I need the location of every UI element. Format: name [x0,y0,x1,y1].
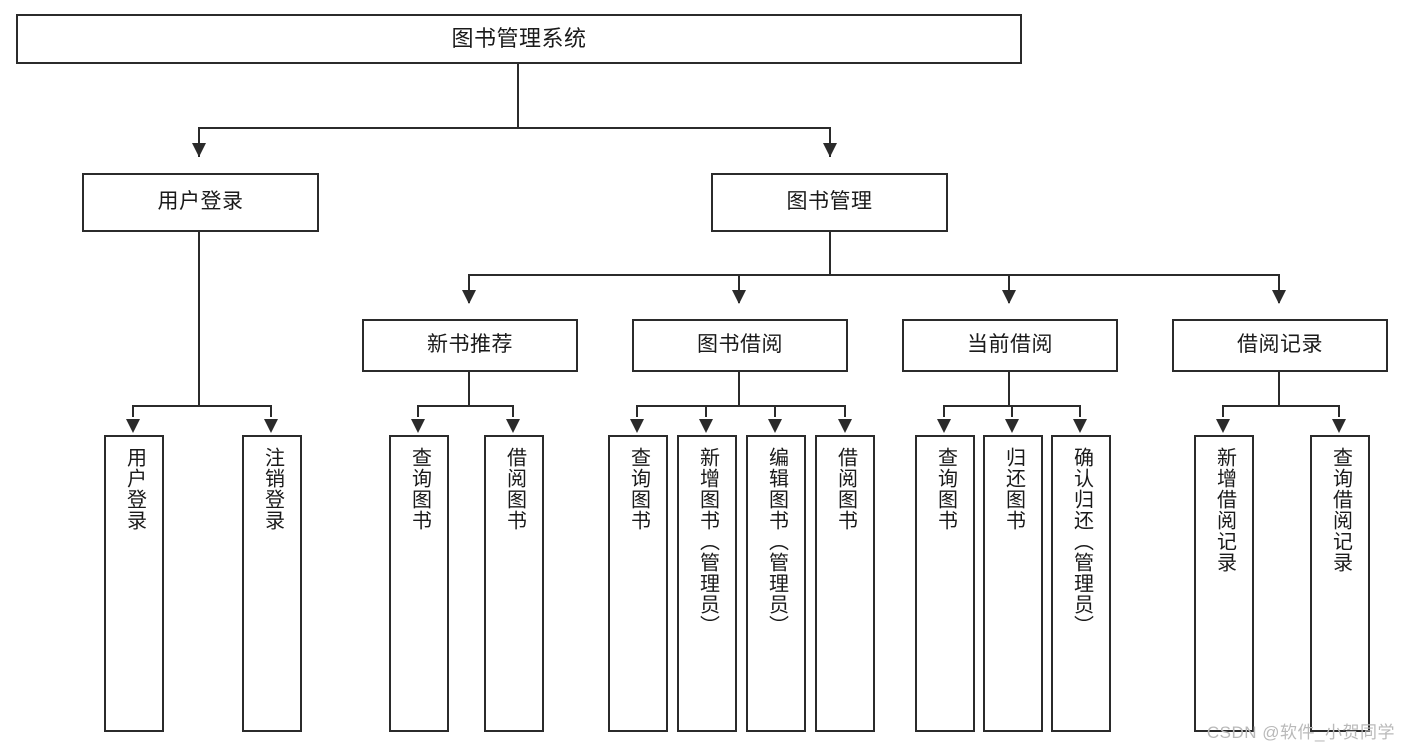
arrow-head-icon [1073,419,1087,433]
node-label: 注销登录 [261,447,284,531]
arrow-head-icon [699,419,713,433]
node-label: 查询借阅记录 [1329,447,1352,573]
node-label: 用户登录 [157,190,244,214]
arrow-head-icon [192,143,206,157]
connector-user-stem [198,232,200,405]
connector-root-drop [829,127,831,157]
connector-manage-drop [1008,274,1010,303]
connector-level3-stem [738,372,740,405]
node-leaf-leaf-borrow-query-book[interactable]: 查询图书 [608,435,668,732]
connector-manage-bus [469,274,1280,276]
node-leaf-leaf-rec-query-book[interactable]: 查询图书 [389,435,449,732]
node-label: 查询图书 [408,447,431,531]
arrow-head-icon [1216,419,1230,433]
node-leaf-leaf-rec-add[interactable]: 新增借阅记录 [1194,435,1254,732]
connector-leaf-drop [1011,405,1013,417]
connector-leaf-drop [774,405,776,417]
connector-level3-stem [1008,372,1010,405]
node-leaf-leaf-cur-query-book[interactable]: 查询图书 [915,435,975,732]
connector-leaf-drop [417,405,419,417]
node-book-borrow[interactable]: 图书借阅 [632,319,848,372]
connector-level3-stem [1278,372,1280,405]
connector-user-bus [133,405,271,407]
connector-level3-bus [637,405,845,407]
arrow-head-icon [732,290,746,304]
connector-root-stem [517,64,519,127]
connector-leaf-drop [512,405,514,417]
node-user-login[interactable]: 用户登录 [82,173,319,232]
node-label: 编辑图书（管理员） [765,447,788,636]
connector-leaf-drop [705,405,707,417]
node-label: 当前借阅 [967,333,1053,357]
connector-root-bus [199,127,831,129]
node-leaf-leaf-cur-confirm-return[interactable]: 确认归还（管理员） [1051,435,1111,732]
node-leaf-leaf-cur-return-book[interactable]: 归还图书 [983,435,1043,732]
node-leaf-leaf-rec-query[interactable]: 查询借阅记录 [1310,435,1370,732]
node-current-borrow[interactable]: 当前借阅 [902,319,1118,372]
node-label: 查询图书 [934,447,957,531]
node-leaf-leaf-borrow-add-book[interactable]: 新增图书（管理员） [677,435,737,732]
arrow-head-icon [1005,419,1019,433]
connector-manage-drop [1278,274,1280,303]
node-leaf-leaf-rec-borrow-book[interactable]: 借阅图书 [484,435,544,732]
node-book-manage[interactable]: 图书管理 [711,173,948,232]
connector-manage-drop [468,274,470,303]
node-label: 借阅图书 [503,447,526,531]
arrow-head-icon [126,419,140,433]
node-label: 新增借阅记录 [1213,447,1236,573]
node-label: 确认归还（管理员） [1070,447,1093,636]
node-label: 借阅记录 [1237,333,1323,357]
node-label: 查询图书 [627,447,650,531]
arrow-head-icon [838,419,852,433]
arrow-head-icon [630,419,644,433]
connector-leaf-drop [943,405,945,417]
arrow-head-icon [411,419,425,433]
connector-manage-drop [738,274,740,303]
node-root-system[interactable]: 图书管理系统 [16,14,1022,64]
connector-leaf-drop [1338,405,1340,417]
node-label: 图书管理 [786,190,873,214]
node-label: 归还图书 [1002,447,1025,531]
node-label: 用户登录 [123,447,146,531]
node-leaf-leaf-user-logout[interactable]: 注销登录 [242,435,302,732]
node-label: 借阅图书 [834,447,857,531]
node-new-book-rec[interactable]: 新书推荐 [362,319,578,372]
node-label: 新增图书（管理员） [696,447,719,636]
node-label: 图书借阅 [697,333,783,357]
connector-leaf-drop [1079,405,1081,417]
arrow-head-icon [462,290,476,304]
connector-user-drop [132,405,134,417]
arrow-head-icon [1272,290,1286,304]
connector-level3-bus [1223,405,1339,407]
connector-manage-stem [829,232,831,274]
connector-level3-stem [468,372,470,405]
node-label: 新书推荐 [427,333,513,357]
arrow-head-icon [506,419,520,433]
arrow-head-icon [264,419,278,433]
node-leaf-leaf-borrow-lend-book[interactable]: 借阅图书 [815,435,875,732]
arrow-head-icon [937,419,951,433]
connector-root-drop [198,127,200,157]
arrow-head-icon [823,143,837,157]
connector-leaf-drop [636,405,638,417]
arrow-head-icon [1332,419,1346,433]
connector-level3-bus [418,405,513,407]
arrow-head-icon [1002,290,1016,304]
arrow-head-icon [768,419,782,433]
node-label: 图书管理系统 [451,25,587,51]
connector-leaf-drop [1222,405,1224,417]
node-borrow-record[interactable]: 借阅记录 [1172,319,1388,372]
connector-user-drop [270,405,272,417]
connector-leaf-drop [844,405,846,417]
node-leaf-leaf-borrow-edit-book[interactable]: 编辑图书（管理员） [746,435,806,732]
node-leaf-leaf-user-login[interactable]: 用户登录 [104,435,164,732]
